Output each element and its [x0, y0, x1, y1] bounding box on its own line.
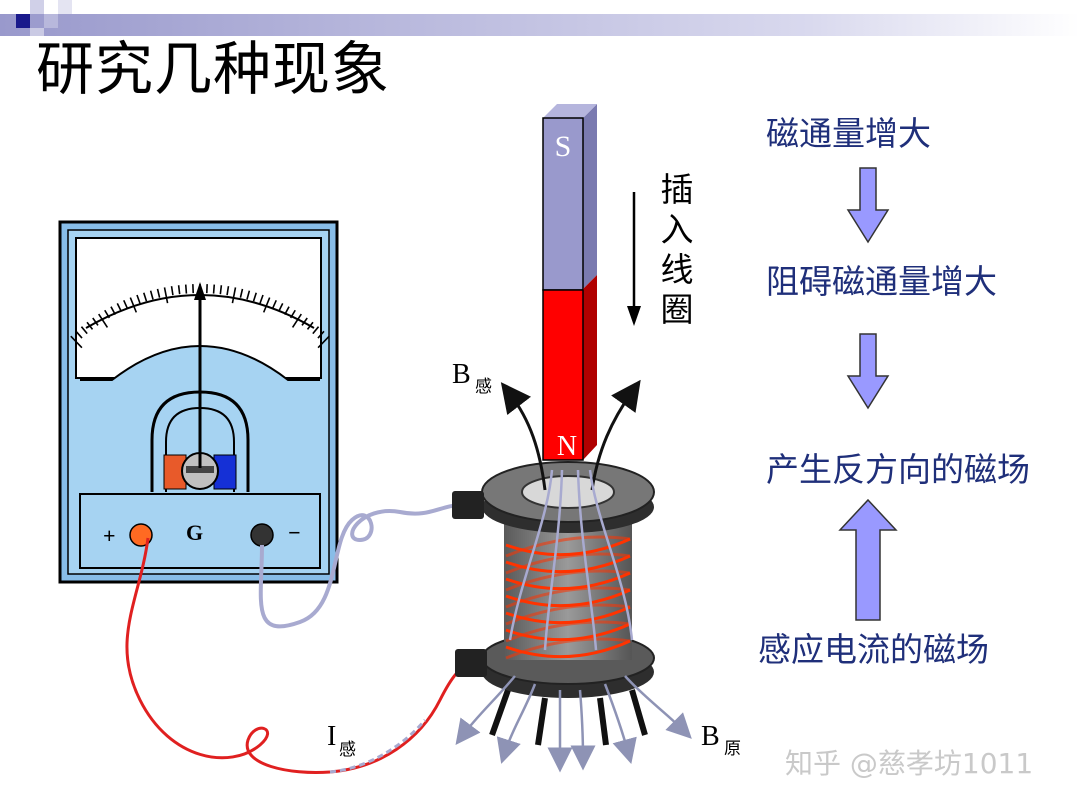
meter-scale-tick — [75, 330, 83, 339]
meter-scale-tick — [156, 288, 161, 298]
meter-scale-tick — [317, 330, 325, 339]
meter-scale-tick — [262, 297, 271, 313]
meter-scale-tick — [317, 335, 330, 349]
coil-winding-back — [505, 535, 631, 558]
meter-scale-tick — [170, 286, 174, 296]
svg-text:感: 感 — [339, 740, 356, 759]
meter-scale-tick — [271, 300, 277, 309]
flow-arrows — [838, 167, 898, 621]
coil-winding-back — [505, 637, 631, 660]
coil-winding-turn — [505, 639, 631, 659]
coil-winding-turn — [505, 605, 631, 625]
meter-scale-tick — [231, 287, 237, 304]
wire-gray — [258, 503, 463, 629]
galvanometer: + G − — [58, 220, 339, 584]
magnet-s-label: S — [555, 130, 572, 163]
watermark: 知乎 @慈孝坊1011 — [785, 747, 1034, 780]
meter-plus-label: + — [103, 523, 116, 548]
meter-scale-tick — [252, 292, 258, 302]
flow-arrow-down-1 — [846, 167, 890, 244]
magnet-n-label: N — [557, 431, 577, 462]
meter-scale-tick — [284, 306, 290, 315]
label-i-induced: I 感 — [327, 721, 356, 759]
meter-scale-tick — [184, 284, 188, 294]
meter-scale-tick — [92, 317, 99, 326]
magnet-n-half — [542, 289, 584, 461]
meter-scale-tick — [80, 326, 88, 335]
flow-arrow-down-2 — [846, 333, 890, 410]
meter-scale-tick — [226, 286, 230, 296]
coil-winding-turn — [505, 537, 631, 557]
meter-scale-tick — [142, 292, 148, 302]
coil-winding-back — [505, 620, 631, 643]
meter-scale-tick — [289, 309, 296, 319]
meter-scale-tick — [116, 303, 123, 312]
header-square-dark — [16, 14, 30, 28]
meter-scale-tick — [149, 290, 154, 300]
meter-scale-tick — [277, 303, 284, 312]
label-b-induced: B 感 — [452, 359, 492, 396]
coil-terminal-bottom — [455, 649, 487, 677]
coil-terminal-top — [452, 491, 484, 519]
page-title: 研究几种现象 — [36, 35, 391, 103]
meter-scale-tick — [291, 313, 302, 328]
meter-scale-tick — [306, 321, 314, 330]
original-field-lines — [455, 675, 692, 773]
coil-winding-back — [505, 552, 631, 575]
bar-magnet: S N — [542, 104, 597, 462]
meter-scale-tick — [104, 309, 111, 319]
svg-text:原: 原 — [724, 739, 741, 758]
meter-minus-label: − — [288, 520, 301, 545]
magnet-s-half — [542, 117, 584, 291]
coil-winding-back — [505, 603, 631, 626]
svg-text:感: 感 — [475, 377, 492, 396]
meter-scale-tick — [177, 285, 181, 295]
meter-scale-tick — [312, 326, 320, 335]
meter-scale-tick — [163, 287, 169, 304]
svg-text:I: I — [327, 721, 336, 752]
flow-step-oppose-increase: 阻碍磁通量增大 — [766, 262, 997, 301]
meter-scale-tick — [86, 321, 94, 330]
header-bar — [0, 0, 1080, 36]
coil-winding-turn — [505, 571, 631, 591]
original-field-lines-upper — [508, 469, 634, 651]
flow-step-reverse-field: 产生反方向的磁场 — [766, 450, 1030, 489]
meter-scale-tick — [98, 313, 109, 328]
coil — [452, 461, 655, 746]
meter-scale-tick — [301, 317, 308, 326]
meter-scale-tick — [136, 294, 141, 304]
flow-step-flux-increase: 磁通量增大 — [766, 114, 931, 153]
flow-step-induced-field: 感应电流的磁场 — [758, 630, 989, 669]
meter-scale-tick — [129, 297, 138, 313]
flow-arrow-up — [838, 498, 898, 621]
meter-scale-tick — [110, 306, 116, 315]
meter-scale-tick — [239, 288, 244, 298]
svg-text:B: B — [701, 721, 720, 752]
coil-opening — [521, 475, 615, 509]
induced-field-lines — [500, 379, 641, 491]
meter-terminal-panel — [79, 493, 321, 569]
coil-legs — [489, 688, 648, 746]
svg-text:B: B — [452, 359, 471, 390]
meter-scale-tick — [70, 335, 83, 349]
meter-minus-terminal — [250, 523, 274, 547]
meter-scale-tick — [123, 300, 129, 309]
coil-winding-turn — [505, 554, 631, 574]
wire-red — [125, 537, 471, 774]
meter-scale-tick — [219, 285, 223, 295]
meter-g-label: G — [186, 520, 203, 545]
meter-scale-tick — [246, 290, 251, 300]
insert-coil-label: 插 入 线 圈 — [660, 170, 694, 329]
meter-scale-tick — [212, 284, 216, 294]
meter-scale-tick — [259, 294, 264, 304]
label-b-original: B 原 — [701, 721, 741, 758]
coil-winding-turn — [505, 622, 631, 642]
